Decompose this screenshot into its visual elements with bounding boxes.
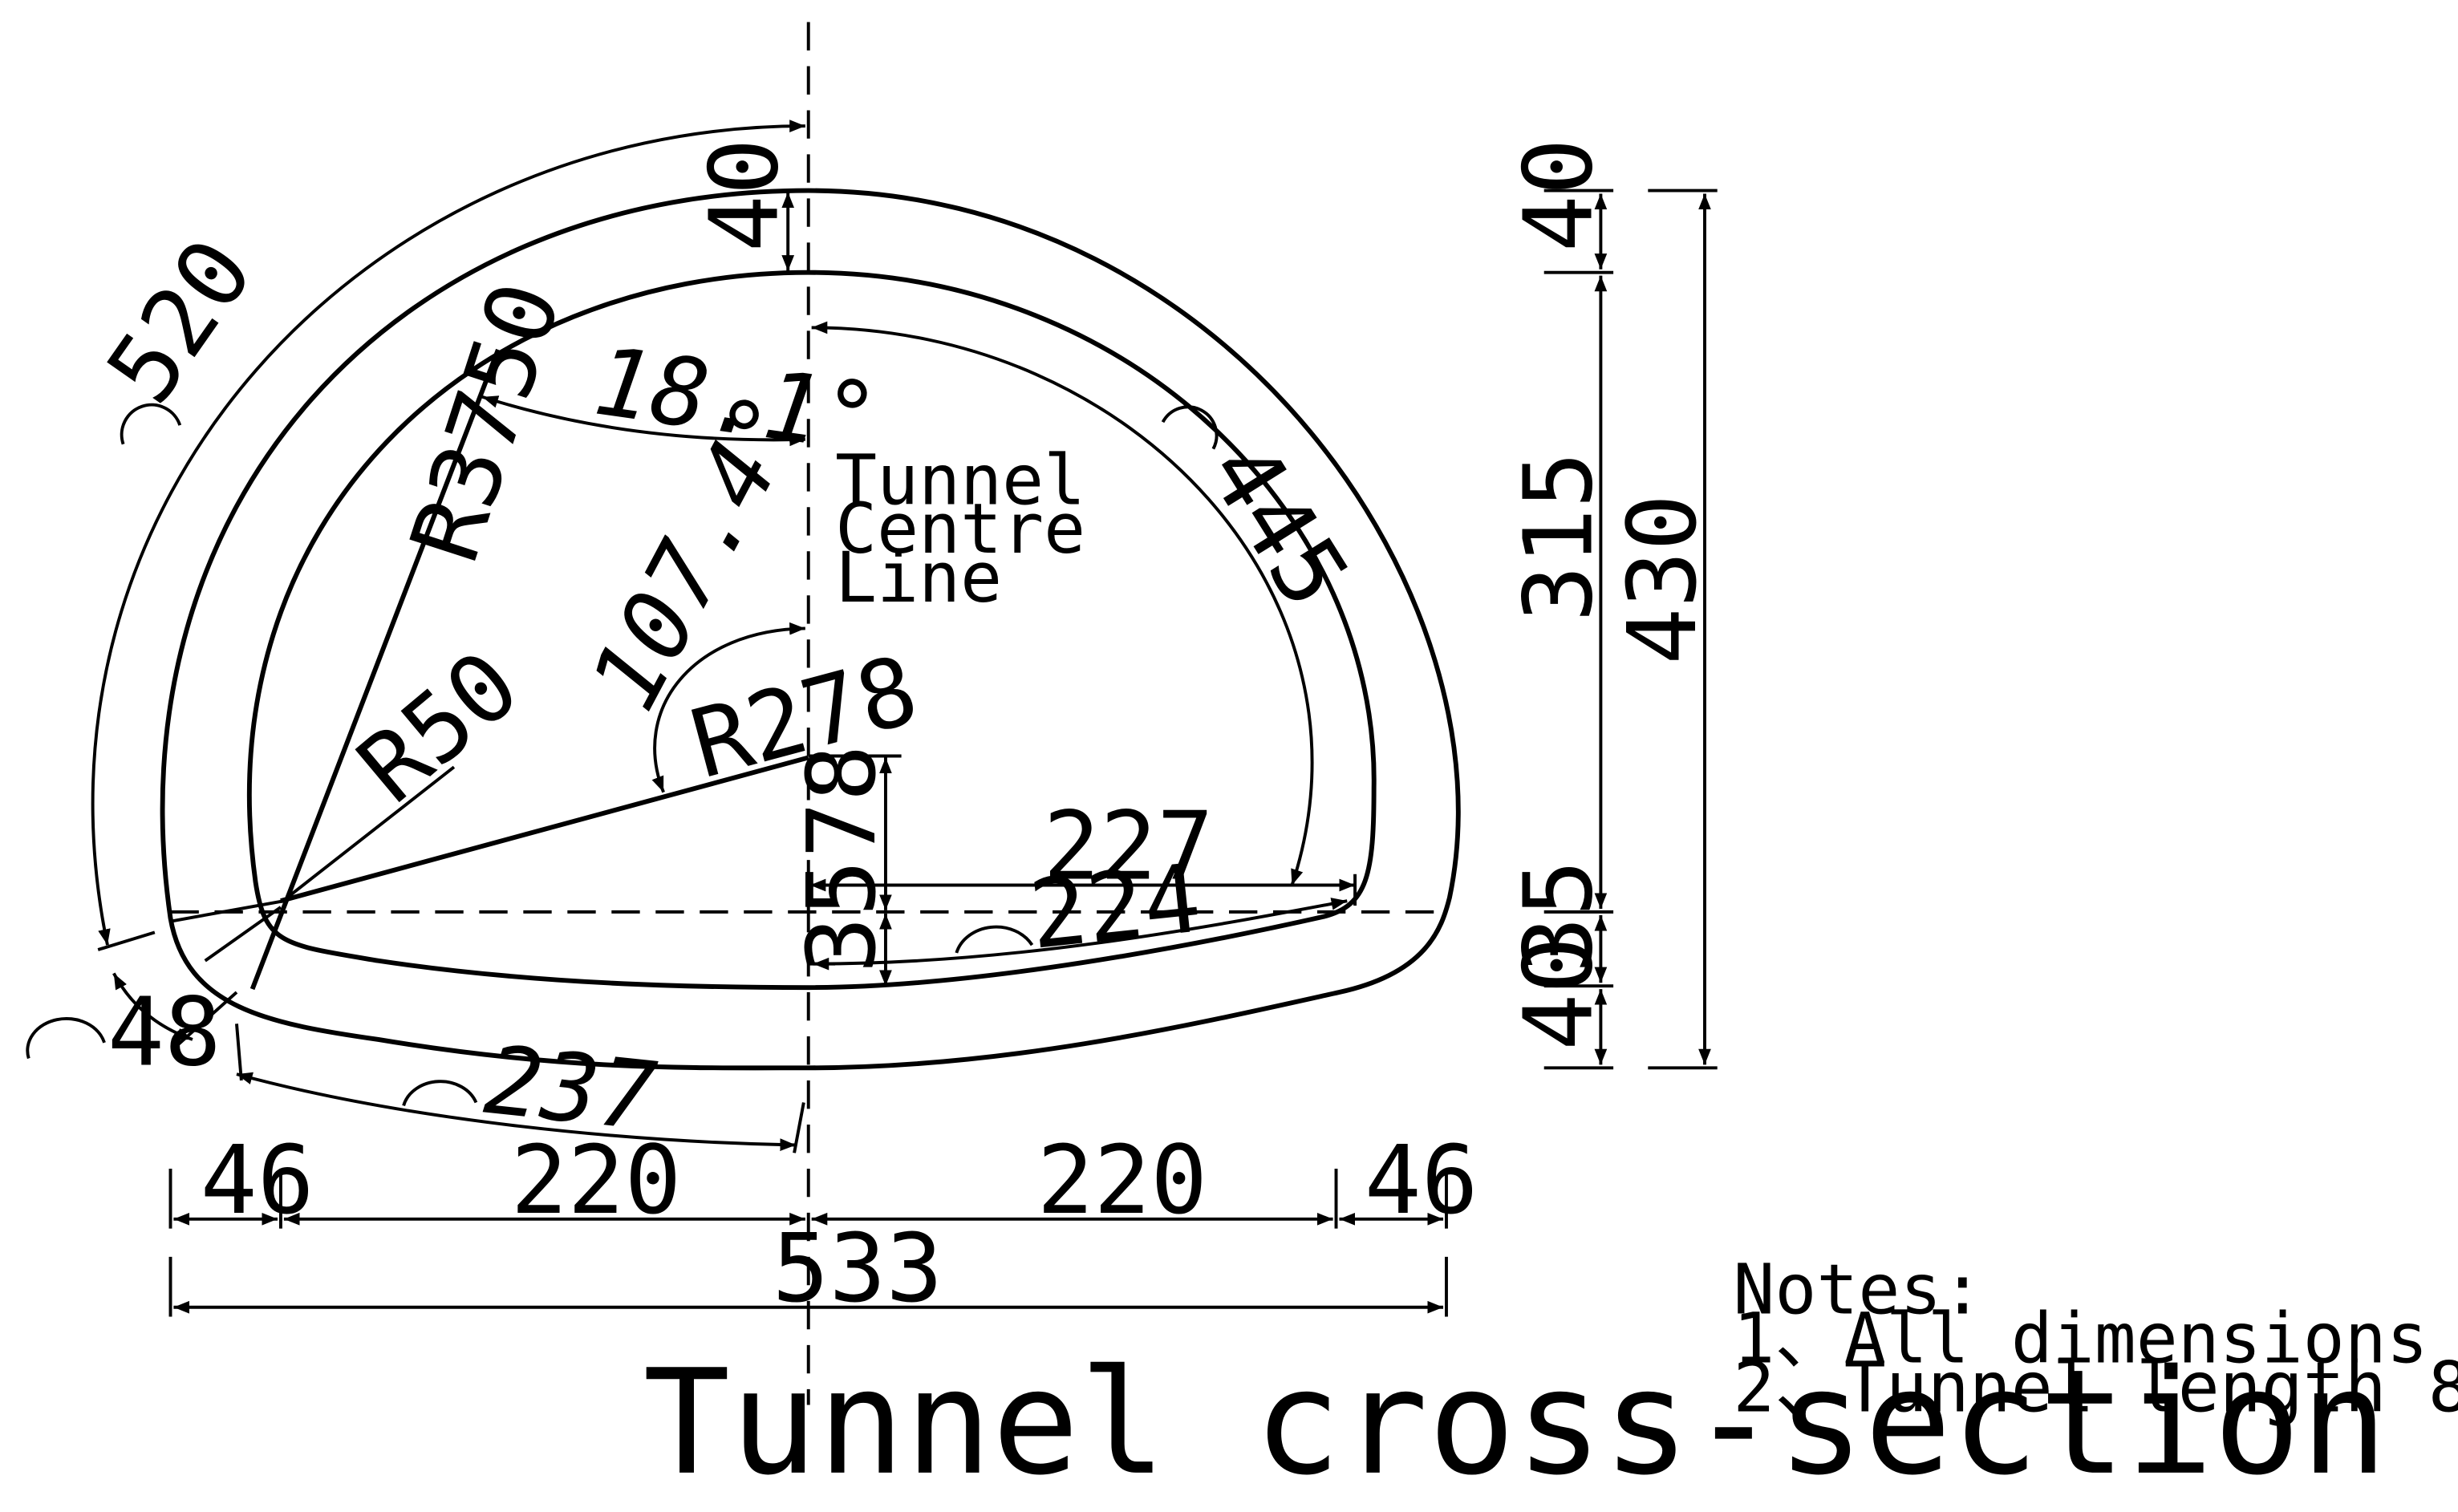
corner-leader-line-2 bbox=[204, 906, 282, 963]
notes-item-1: 1、All dimensions in the figure are in mm… bbox=[1733, 1299, 2458, 1379]
arc-dim-237-ext-right bbox=[793, 1102, 805, 1153]
right-430-text: 430 bbox=[1608, 494, 1718, 665]
centre-line-label-2: Centre bbox=[835, 489, 1085, 570]
angle-dim-107 bbox=[651, 622, 805, 793]
arc-dim-445 bbox=[811, 321, 1314, 886]
arc-dim-237-ext-left bbox=[235, 1024, 243, 1081]
dim-35-text: 35 bbox=[787, 860, 897, 974]
arc-dim-48 bbox=[112, 972, 193, 1041]
arc-dim-237-text: 237 bbox=[480, 1025, 661, 1152]
arc-dim-520-text: 520 bbox=[87, 220, 274, 423]
dim-533-text: 533 bbox=[773, 1214, 943, 1324]
right-40-bottom-text: 40 bbox=[1504, 937, 1614, 1051]
arc-symbol-445 bbox=[1161, 405, 1219, 450]
arc-dim-224-text: 224 bbox=[1024, 843, 1206, 970]
overall-width-dim bbox=[168, 1256, 1448, 1317]
arc-symbol-48 bbox=[26, 1016, 106, 1060]
arc-symbol-520 bbox=[120, 403, 182, 445]
arc-dim-520-ext bbox=[97, 930, 156, 951]
radius-r50-text: R50 bbox=[338, 630, 539, 824]
arc-dim-520 bbox=[91, 120, 805, 946]
arc-symbol-237 bbox=[402, 1080, 478, 1106]
arc-dim-48-text: 48 bbox=[107, 977, 221, 1087]
dim-left-46-text: 46 bbox=[201, 1125, 314, 1235]
radius-r3750-text: R3750 bbox=[390, 270, 582, 574]
bottom-dim-row bbox=[168, 1168, 1448, 1229]
arc-dim-224 bbox=[813, 898, 1348, 971]
arc-dim-445-text: 445 bbox=[1186, 423, 1370, 626]
dim-227-text: 227 bbox=[1043, 792, 1214, 902]
right-315-text: 315 bbox=[1504, 452, 1614, 622]
arc-dim-237 bbox=[236, 1072, 797, 1151]
right-dim-chain bbox=[1543, 188, 1614, 1070]
dim-78-text: 78 bbox=[787, 744, 897, 858]
angle-dim-18 bbox=[481, 395, 805, 447]
notes-heading: Notes: bbox=[1733, 1251, 1983, 1331]
arc-symbol-224 bbox=[955, 925, 1034, 954]
right-overall-dim bbox=[1648, 188, 1718, 1070]
centre-line-label-1: Tunnel bbox=[835, 440, 1085, 521]
centre-line-label-3: Line bbox=[835, 538, 1002, 618]
dim-left-220-text: 220 bbox=[511, 1125, 682, 1235]
dim-right-220-text: 220 bbox=[1036, 1125, 1207, 1235]
drawing-title: Tunnel cross-section bbox=[643, 1338, 2388, 1507]
dim-right-46-text: 46 bbox=[1365, 1125, 1478, 1235]
right-40-top-text: 40 bbox=[1504, 138, 1614, 252]
notes-item-2: 2、Tunnel length 800mm bbox=[1733, 1348, 2458, 1428]
lining-top-text: 40 bbox=[689, 138, 799, 252]
right-35-text: 35 bbox=[1504, 860, 1614, 974]
arc-dim-48-ext bbox=[176, 991, 238, 1048]
